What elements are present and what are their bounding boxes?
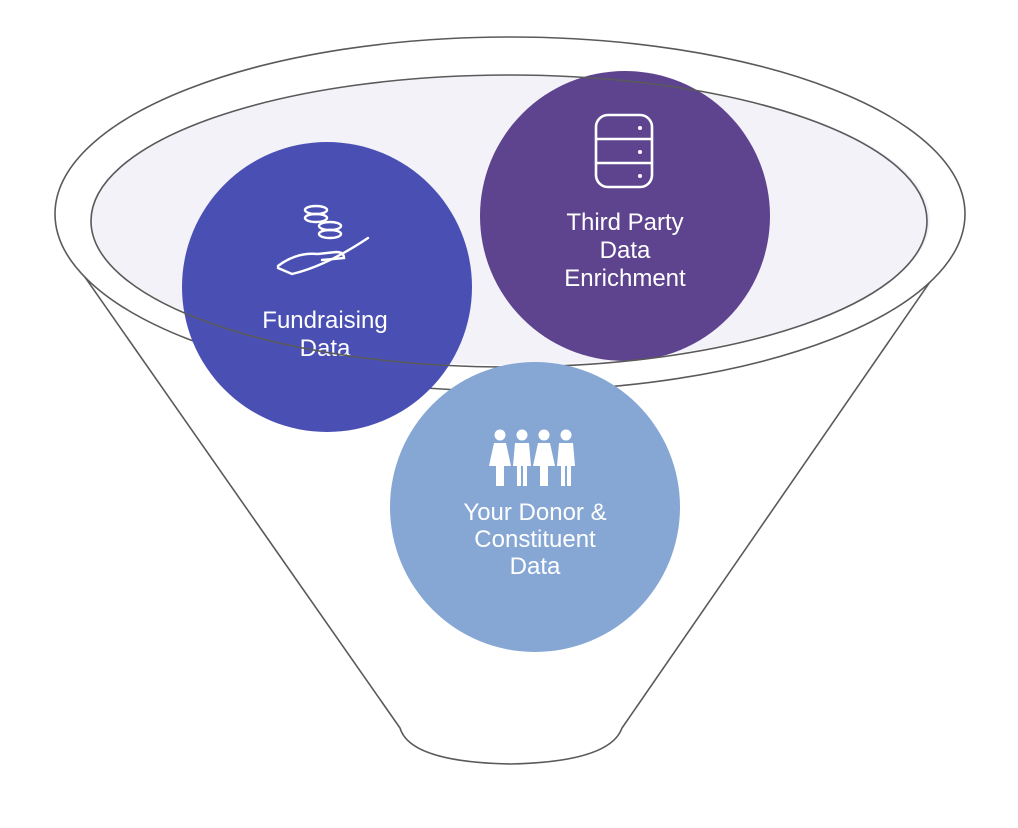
third-party-circle (480, 71, 770, 361)
donor-constituent-node: Your Donor & Constituent Data (390, 362, 680, 652)
hand-coins-icon (276, 204, 370, 276)
people-icon (489, 429, 575, 486)
third-party-label-line-2: Data (600, 237, 651, 264)
fundraising-label-line-1: Fundraising (262, 307, 387, 334)
donor-label-line-1: Your Donor & (463, 499, 606, 526)
fundraising-data-node: Fundraising Data (182, 142, 472, 432)
third-party-label-line-3: Enrichment (564, 265, 686, 292)
fundraising-circle (182, 142, 472, 432)
donor-label-line-2: Constituent (474, 526, 596, 553)
donor-label-line-3: Data (510, 553, 561, 580)
database-icon (594, 113, 654, 189)
third-party-label-line-1: Third Party (566, 209, 683, 236)
donor-circle (390, 362, 680, 652)
third-party-enrichment-node: Third Party Data Enrichment (480, 71, 770, 361)
